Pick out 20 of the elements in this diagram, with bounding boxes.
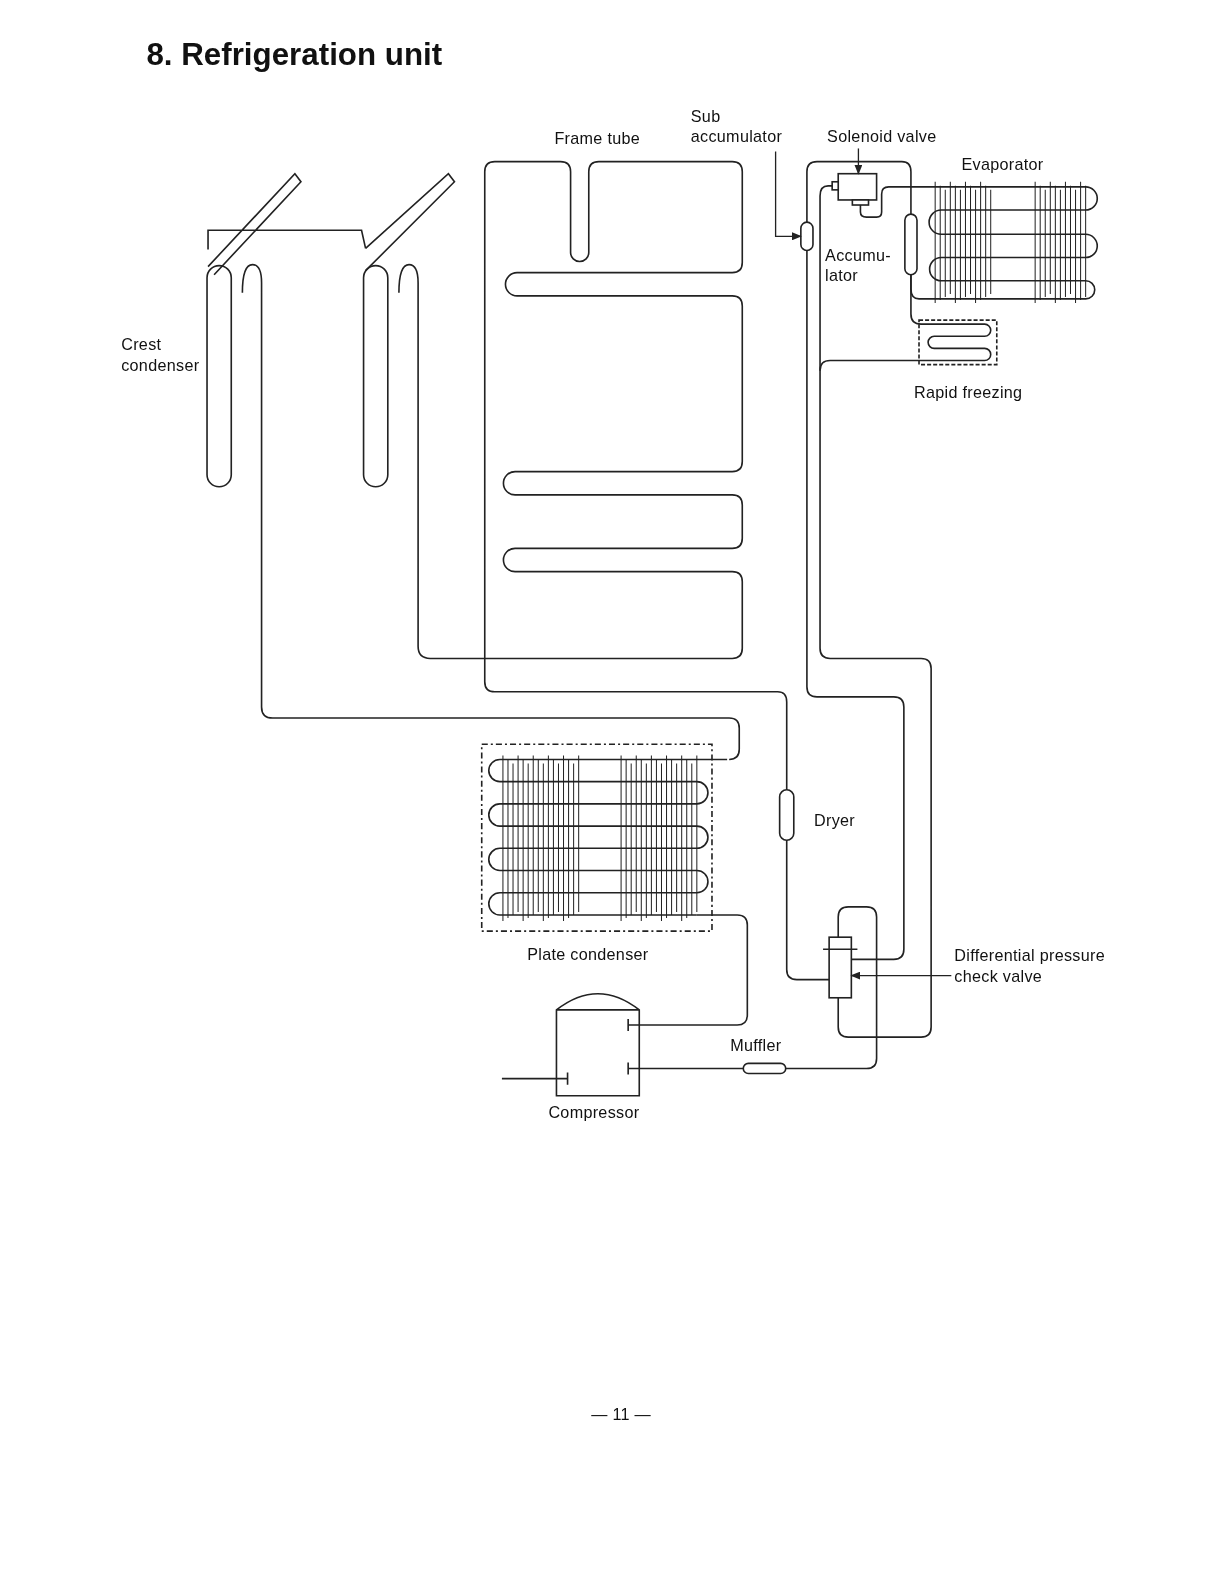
- part-label: Compressor: [548, 1102, 641, 1123]
- page-title: 8. Refrigeration unit: [146, 36, 443, 73]
- page-number: — 11 —: [590, 1404, 653, 1425]
- accumulator-capsule: [800, 221, 814, 252]
- leader-arrow: [850, 971, 952, 980]
- part-label: Dryer: [814, 810, 856, 832]
- leader-arrow: [854, 147, 863, 175]
- part-label: Frame tube: [554, 129, 642, 150]
- part-label: Differential pressure check valve: [954, 946, 1116, 987]
- part-label: Plate condenser: [527, 945, 650, 966]
- part-label: Rapid freezing: [913, 382, 1024, 403]
- solenoid-valve-symbol: [831, 172, 878, 206]
- part-label: Accumu- lator: [825, 245, 888, 286]
- part-label: Sub accumulator: [690, 107, 804, 148]
- part-label: Muffler: [730, 1036, 783, 1057]
- leader-arrow: [774, 150, 802, 241]
- check-valve-symbol: [822, 936, 859, 999]
- part-label: Solenoid valve: [827, 127, 961, 148]
- part-label: Evaporator: [961, 154, 1045, 175]
- part-label: Crest condenser: [121, 335, 201, 376]
